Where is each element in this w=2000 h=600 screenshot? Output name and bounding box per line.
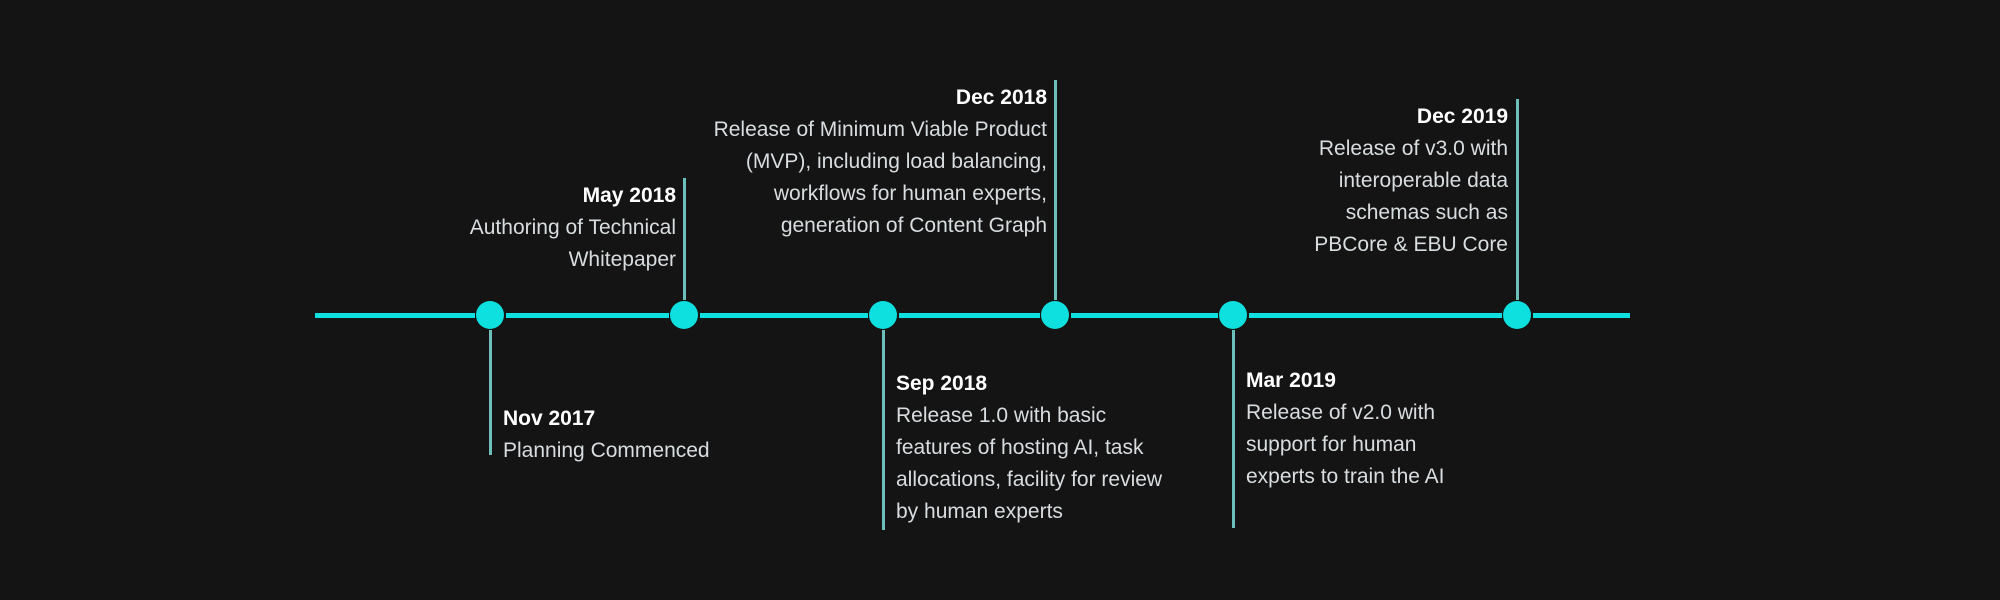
entry-description: Release of v2.0 with support for human e… bbox=[1246, 401, 1445, 488]
axis-segment bbox=[315, 313, 475, 318]
timeline-node-mar-2019[interactable] bbox=[1219, 301, 1247, 329]
entry-description: Planning Commenced bbox=[503, 439, 710, 462]
timeline-stem-dec-2019 bbox=[1516, 99, 1519, 300]
entry-date: Dec 2019 bbox=[1416, 105, 1508, 128]
axis-segment bbox=[506, 313, 669, 318]
entry-date: Sep 2018 bbox=[896, 372, 988, 395]
entry-date: May 2018 bbox=[582, 184, 676, 207]
timeline-entry-sep-2018: Sep 2018 Release 1.0 with basic features… bbox=[896, 368, 1186, 528]
timeline-entry-may-2018: May 2018 Authoring of Technical Whitepap… bbox=[383, 180, 676, 276]
timeline-entry-dec-2019: Dec 2019 Release of v3.0 with interopera… bbox=[1280, 101, 1508, 261]
timeline-node-may-2018[interactable] bbox=[670, 301, 698, 329]
timeline-entry-dec-2018: Dec 2018 Release of Minimum Viable Produ… bbox=[707, 82, 1047, 242]
axis-segment bbox=[700, 313, 868, 318]
entry-date: Mar 2019 bbox=[1246, 369, 1336, 392]
timeline-stem-dec-2018 bbox=[1054, 80, 1057, 300]
entry-description: Release 1.0 with basic features of hosti… bbox=[896, 404, 1163, 523]
timeline-stem-may-2018 bbox=[683, 178, 686, 300]
entry-description: Release of v3.0 with interoperable data … bbox=[1314, 137, 1508, 256]
axis-segment bbox=[1249, 313, 1502, 318]
timeline-stem-sep-2018 bbox=[882, 330, 885, 530]
axis-segment bbox=[1533, 313, 1630, 318]
timeline-stem-mar-2019 bbox=[1232, 330, 1235, 528]
timeline-entry-nov-2017: Nov 2017 Planning Commenced bbox=[503, 403, 833, 467]
entry-description: Release of Minimum Viable Product (MVP),… bbox=[713, 118, 1047, 237]
timeline-node-dec-2018[interactable] bbox=[1041, 301, 1069, 329]
timeline-node-sep-2018[interactable] bbox=[869, 301, 897, 329]
timeline-stem-nov-2017 bbox=[489, 330, 492, 455]
timeline-entry-mar-2019: Mar 2019 Release of v2.0 with support fo… bbox=[1246, 365, 1476, 493]
entry-date: Dec 2018 bbox=[955, 86, 1047, 109]
entry-description: Authoring of Technical Whitepaper bbox=[469, 216, 676, 271]
timeline-node-nov-2017[interactable] bbox=[476, 301, 504, 329]
entry-date: Nov 2017 bbox=[503, 407, 596, 430]
timeline-node-dec-2019[interactable] bbox=[1503, 301, 1531, 329]
axis-segment bbox=[1071, 313, 1218, 318]
axis-segment bbox=[899, 313, 1040, 318]
